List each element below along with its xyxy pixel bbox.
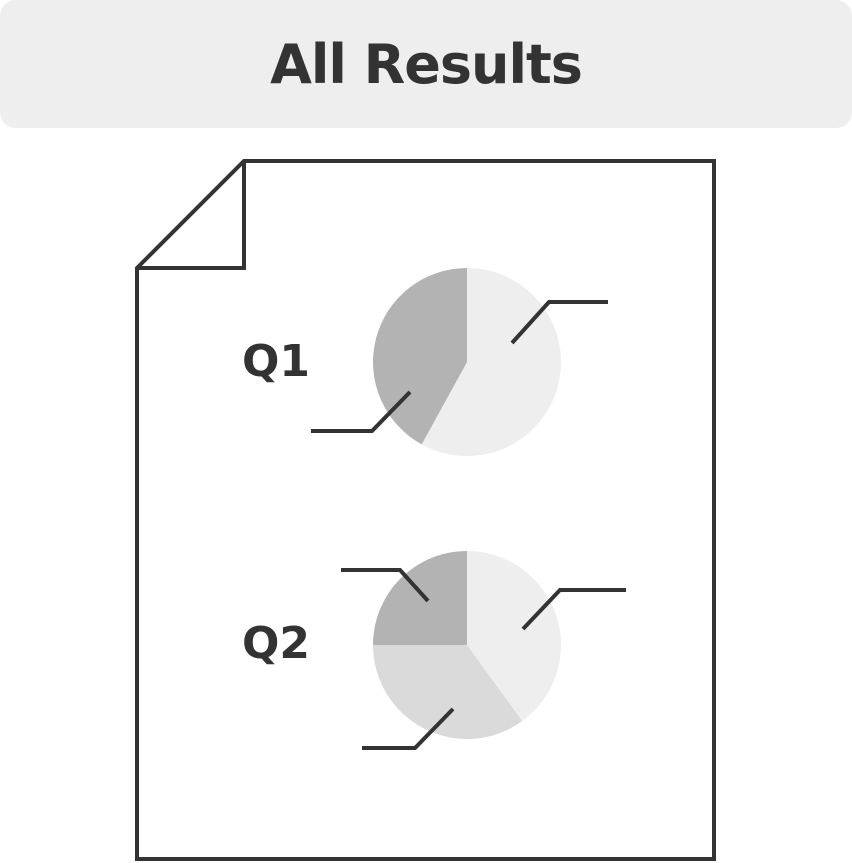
pie-chart-q1: Q1: [242, 268, 608, 456]
pie-slice-q2-1: [467, 551, 562, 722]
pie-slice-q1-1: [421, 268, 562, 456]
callout-line-q2-top-left: [341, 568, 430, 603]
pie-chart-q2: Q2: [242, 551, 626, 750]
callout-line-q2-bottom: [362, 707, 455, 750]
pie-slice-q2-2: [373, 645, 523, 740]
callout-line-q1-right: [510, 300, 608, 345]
pie-slice-q2-3: [373, 551, 467, 645]
pie-slices-q2: [373, 551, 562, 740]
chart-label-q1: Q1: [242, 336, 310, 387]
callout-line-q2-right: [521, 588, 626, 631]
chart-label-q2: Q2: [242, 618, 310, 669]
pie-slice-q1-2: [373, 268, 467, 445]
title-bar: All Results: [0, 0, 852, 128]
pie-slices-q1: [373, 268, 562, 456]
page-title: All Results: [270, 32, 583, 96]
callout-line-q1-left: [311, 390, 412, 433]
document-page: [135, 159, 716, 861]
document-fold: [137, 161, 246, 270]
